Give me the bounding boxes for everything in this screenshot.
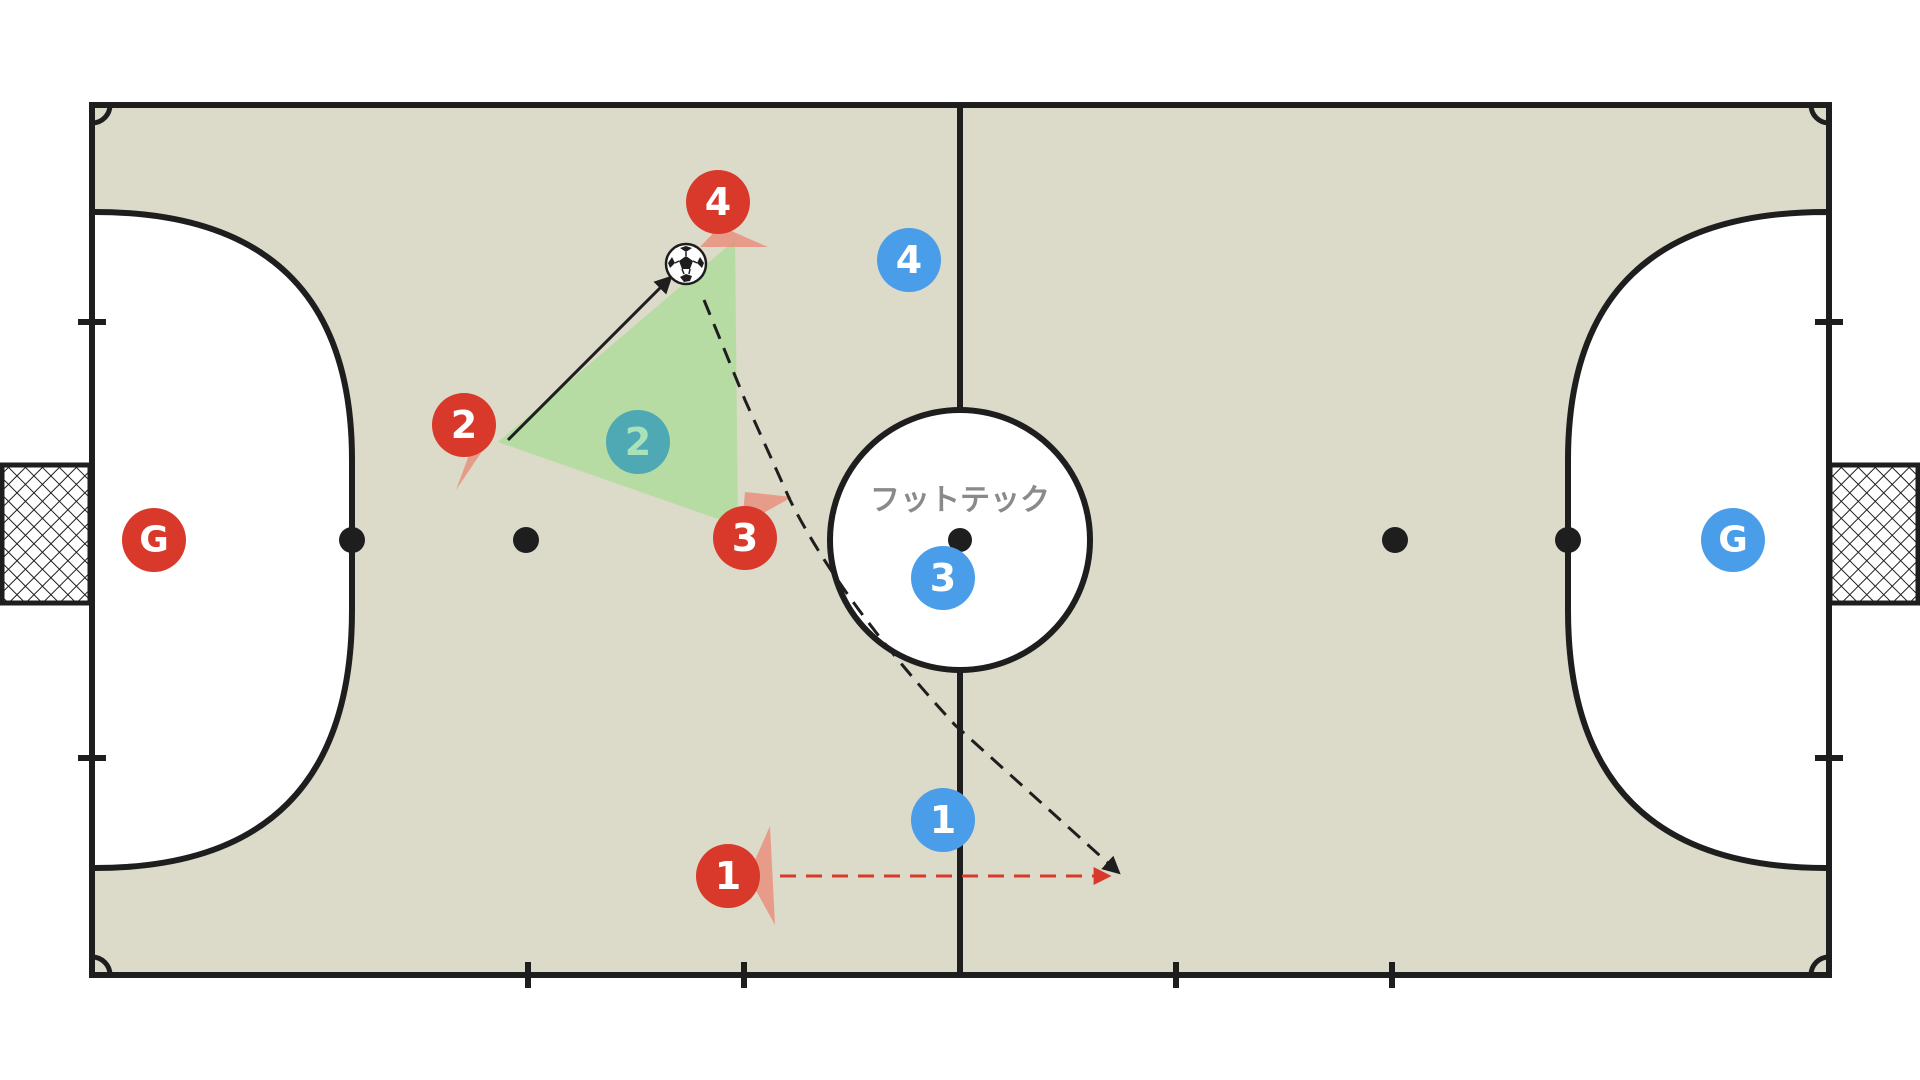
player-blue-2[interactable]: 2 xyxy=(606,410,670,474)
watermark-text: フットテック xyxy=(870,483,1050,518)
player-blue-gk[interactable]: G xyxy=(1701,508,1765,572)
player-label: 4 xyxy=(896,238,922,282)
left-goal-net xyxy=(0,462,93,606)
player-label: 1 xyxy=(930,798,956,842)
penalty-spots xyxy=(339,527,1581,553)
right-goal-net xyxy=(1827,462,1920,606)
player-red-gk[interactable]: G xyxy=(122,508,186,572)
passing-triangle xyxy=(498,240,738,526)
player-red-4[interactable]: 4 xyxy=(686,170,750,234)
corner-arcs xyxy=(91,104,1830,976)
player-label: G xyxy=(1718,520,1748,561)
player-label: 3 xyxy=(930,556,956,600)
right-penalty-area xyxy=(1565,209,1832,871)
player-label: 2 xyxy=(625,420,651,464)
center-spot xyxy=(948,528,972,552)
player-red-1[interactable]: 1 xyxy=(696,844,760,908)
player-blue-3[interactable]: 3 xyxy=(911,546,975,610)
soccer-ball-icon xyxy=(664,242,708,286)
left-penalty-area xyxy=(89,209,355,871)
player-blue-4[interactable]: 4 xyxy=(877,228,941,292)
player-label: 2 xyxy=(451,403,477,447)
player-red-2[interactable]: 2 xyxy=(432,393,496,457)
player-blue-1[interactable]: 1 xyxy=(911,788,975,852)
touchline-ticks xyxy=(78,319,1843,988)
player-label: 4 xyxy=(705,180,731,224)
player-label: G xyxy=(139,520,169,561)
player-label: 1 xyxy=(715,854,741,898)
player-red-3[interactable]: 3 xyxy=(713,506,777,570)
pass-arrow-2-to-ball xyxy=(506,275,673,442)
player-label: 3 xyxy=(732,516,758,560)
